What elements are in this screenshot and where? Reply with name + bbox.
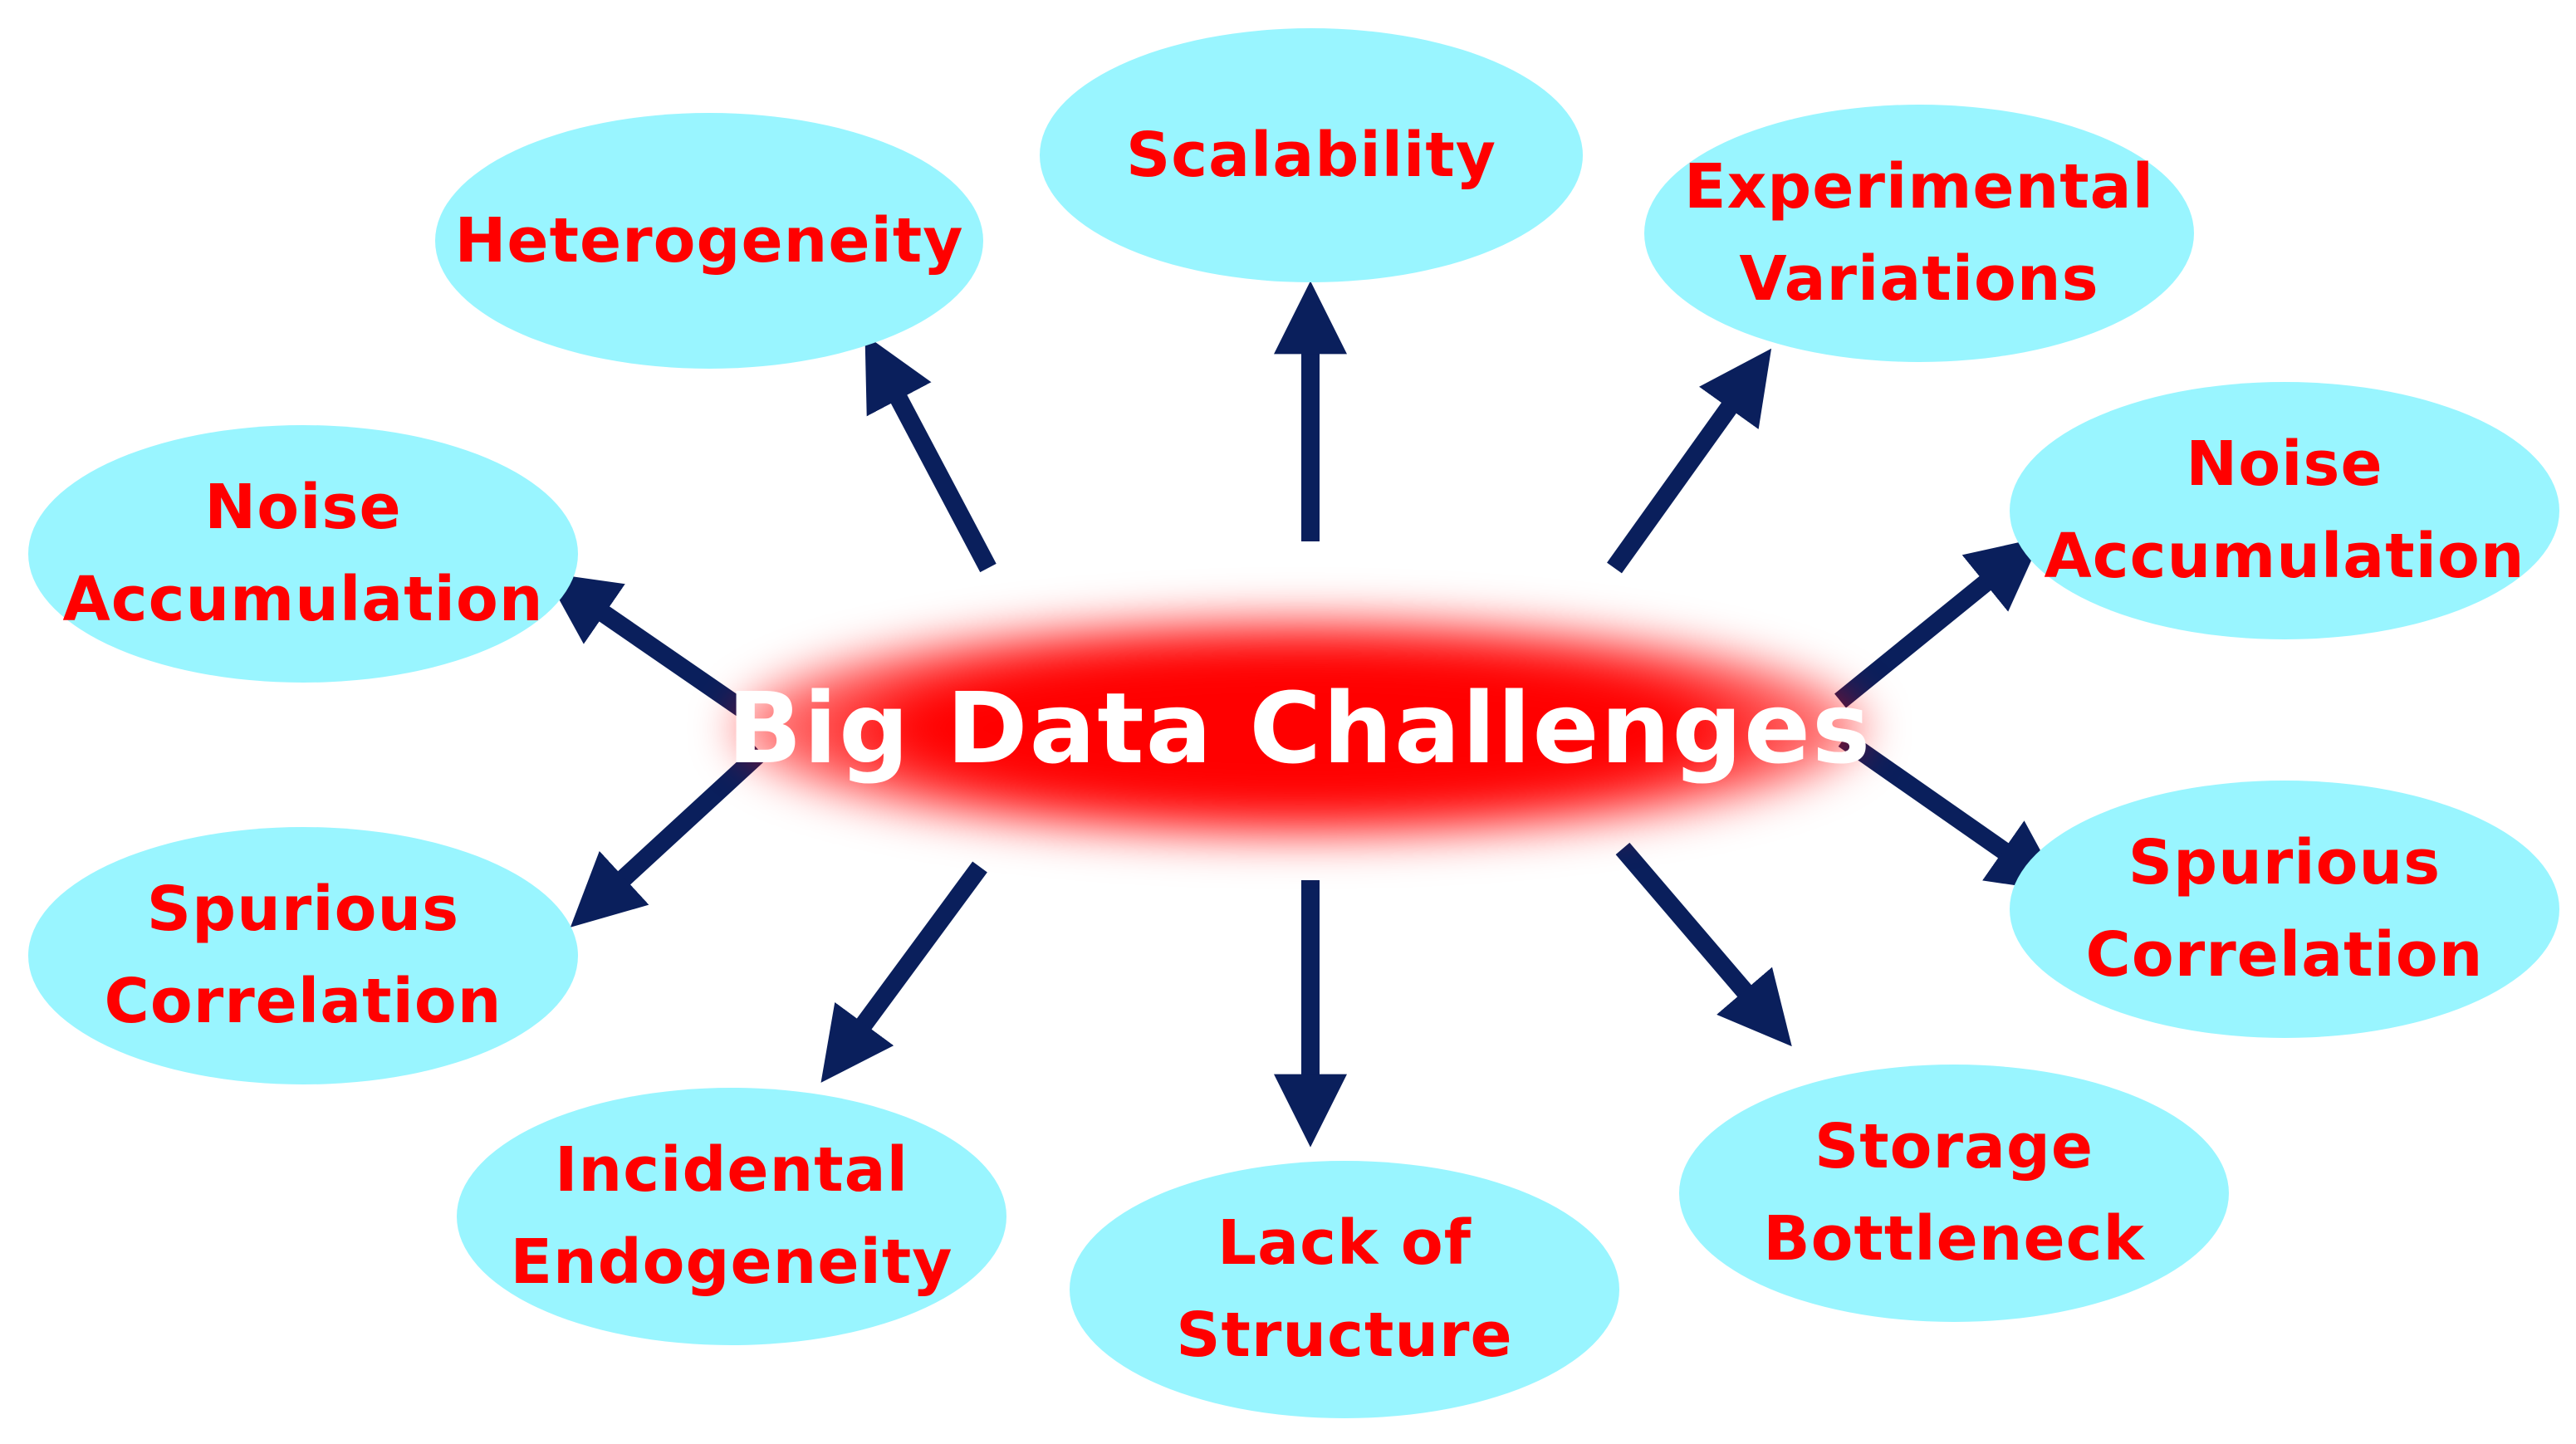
arrow-to-storage-bottleneck <box>1615 842 1792 1047</box>
arrow-to-spurious-correlation-right <box>1838 731 2064 893</box>
node-lack-of-structure: Lack of Structure <box>1070 1161 1619 1418</box>
arrow-to-noise-accumulation-right <box>1834 537 2042 708</box>
arrow-to-incidental-endogeneity <box>820 861 987 1083</box>
center-glow <box>731 616 1868 840</box>
arrow-to-heterogeneity <box>864 334 997 573</box>
node-experimental-variations: Experimental Variations <box>1644 105 2194 362</box>
node-label-spurious-correlation-right: Spurious Correlation <box>2085 827 2484 991</box>
node-label-noise-accumulation-left: Noise Accumulation <box>62 472 544 635</box>
node-heterogeneity: Heterogeneity <box>435 113 983 369</box>
node-label-noise-accumulation-right: Noise Accumulation <box>2044 428 2525 592</box>
node-incidental-endogeneity: Incidental Endogeneity <box>457 1088 1006 1345</box>
node-label-lack-of-structure: Lack of Structure <box>1176 1207 1513 1371</box>
node-storage-bottleneck: Storage Bottleneck <box>1679 1065 2229 1322</box>
node-noise-accumulation-left: Noise Accumulation <box>28 425 578 683</box>
node-label-spurious-correlation-left: Spurious Correlation <box>104 874 502 1037</box>
center-title: Big Data Challenges <box>727 671 1873 786</box>
node-label-storage-bottleneck: Storage Bottleneck <box>1763 1111 2145 1275</box>
arrow-to-spurious-correlation-left <box>570 745 767 928</box>
arrow-to-experimental-variations <box>1607 348 1772 574</box>
node-scalability: Scalability <box>1040 28 1583 282</box>
node-label-incidental-endogeneity: Incidental Endogeneity <box>510 1134 953 1298</box>
node-spurious-correlation-right: Spurious Correlation <box>2010 781 2559 1038</box>
node-label-experimental-variations: Experimental Variations <box>1684 151 2154 315</box>
node-label-scalability: Scalability <box>1125 119 1497 191</box>
node-noise-accumulation-right: Noise Accumulation <box>2010 382 2559 639</box>
arrow-to-noise-accumulation-left <box>544 572 753 721</box>
node-spurious-correlation-left: Spurious Correlation <box>28 827 578 1084</box>
node-label-heterogeneity: Heterogeneity <box>454 204 964 277</box>
